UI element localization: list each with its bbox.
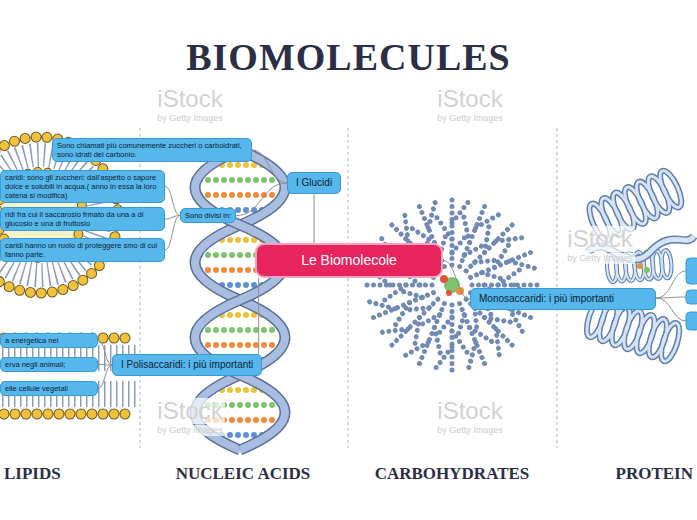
branch	[464, 235, 542, 293]
category-label: PROTEIN	[616, 464, 693, 484]
mind-map-box: elle cellule vegetali	[0, 381, 98, 396]
watermark: by Getty Images	[565, 253, 635, 264]
mind-map-box: Sono divisi in:	[180, 208, 236, 223]
protein-structure	[583, 168, 694, 363]
central-topic: Le Biomolecole	[255, 243, 443, 278]
mind-map-box: I Polisaccaridi: i più importanti	[112, 354, 262, 376]
category-label: NUCLEIC ACIDS	[176, 464, 311, 484]
node-text: Sono divisi in:	[185, 211, 231, 220]
mind-map-box: Sono chiamati più comunemente zuccheri o…	[52, 138, 252, 162]
connector	[252, 150, 287, 183]
title: BIOMOLECULES	[186, 36, 511, 80]
mind-map-box: caridi hanno un ruolo di proteggere smo …	[0, 238, 165, 262]
node-text: erva negli animali;	[5, 360, 93, 369]
node-text: caridi: sono gli zuccheri: dall'aspetto …	[5, 173, 160, 200]
leader-line	[656, 298, 686, 321]
mind-map-box: I Glucidi	[287, 172, 341, 194]
watermark: iStock	[435, 398, 504, 424]
connector	[98, 365, 112, 389]
base-pair	[200, 192, 280, 198]
mind-map-box: a energetica nei	[0, 333, 98, 348]
leader-line	[656, 297, 686, 298]
branch	[454, 209, 528, 283]
watermark: iStock	[155, 86, 224, 112]
connector	[98, 341, 112, 366]
head-outline	[4, 409, 134, 420]
base-pair	[200, 327, 280, 333]
node-text: I Glucidi	[296, 177, 332, 189]
connector	[165, 187, 180, 216]
mind-map-box: caridi: sono gli zuccheri: dall'aspetto …	[0, 170, 165, 203]
watermark: by Getty Images	[435, 113, 505, 124]
node-text: Sono chiamati più comunemente zuccheri o…	[57, 141, 247, 159]
watermark: by Getty Images	[435, 425, 505, 436]
base-pair	[200, 342, 280, 348]
lipid-heads	[4, 410, 134, 419]
connector	[165, 216, 180, 251]
watermark: iStock	[435, 86, 504, 112]
cut-off-box	[686, 312, 697, 330]
watermark: by Getty Images	[155, 425, 225, 436]
node-text: caridi hanno un ruolo di proteggere smo …	[5, 241, 160, 259]
connector	[236, 183, 287, 216]
cut-off-box	[686, 290, 697, 304]
branch	[376, 287, 450, 361]
mind-map-box: erva negli animali;	[0, 357, 98, 372]
mind-map-box: Monosaccaridi: i più importanti	[470, 288, 656, 310]
connector	[443, 260, 470, 299]
node-text: elle cellule vegetali	[5, 384, 93, 393]
cut-off-box	[686, 258, 697, 284]
ligand	[644, 267, 650, 273]
leader-line	[656, 271, 686, 298]
node-text: I Polisaccaridi: i più importanti	[121, 359, 253, 371]
node-text: ridi fra cui il saccarosio frmato da una…	[5, 210, 160, 228]
mind-map-box: ridi fra cui il saccarosio frmato da una…	[0, 207, 165, 231]
connector	[258, 278, 259, 354]
lipid-bilayer	[2, 338, 136, 414]
glycogen-polymer	[362, 195, 542, 375]
category-label: CARBOHYDRATES	[375, 464, 530, 484]
watermark: by Getty Images	[155, 113, 225, 124]
base-pair	[200, 177, 280, 183]
category-label: LIPIDS	[4, 464, 61, 484]
node-text: a energetica nei	[5, 336, 93, 345]
core	[440, 275, 448, 283]
cut-off-branches	[656, 258, 697, 330]
watermark: iStock	[155, 398, 224, 424]
ligand	[637, 263, 643, 269]
connector	[314, 194, 315, 243]
node-text: Le Biomolecole	[265, 252, 433, 269]
watermark: iStock	[565, 226, 634, 252]
node-text: Monosaccaridi: i più importanti	[479, 293, 647, 305]
divider	[348, 128, 349, 448]
core	[446, 290, 452, 296]
